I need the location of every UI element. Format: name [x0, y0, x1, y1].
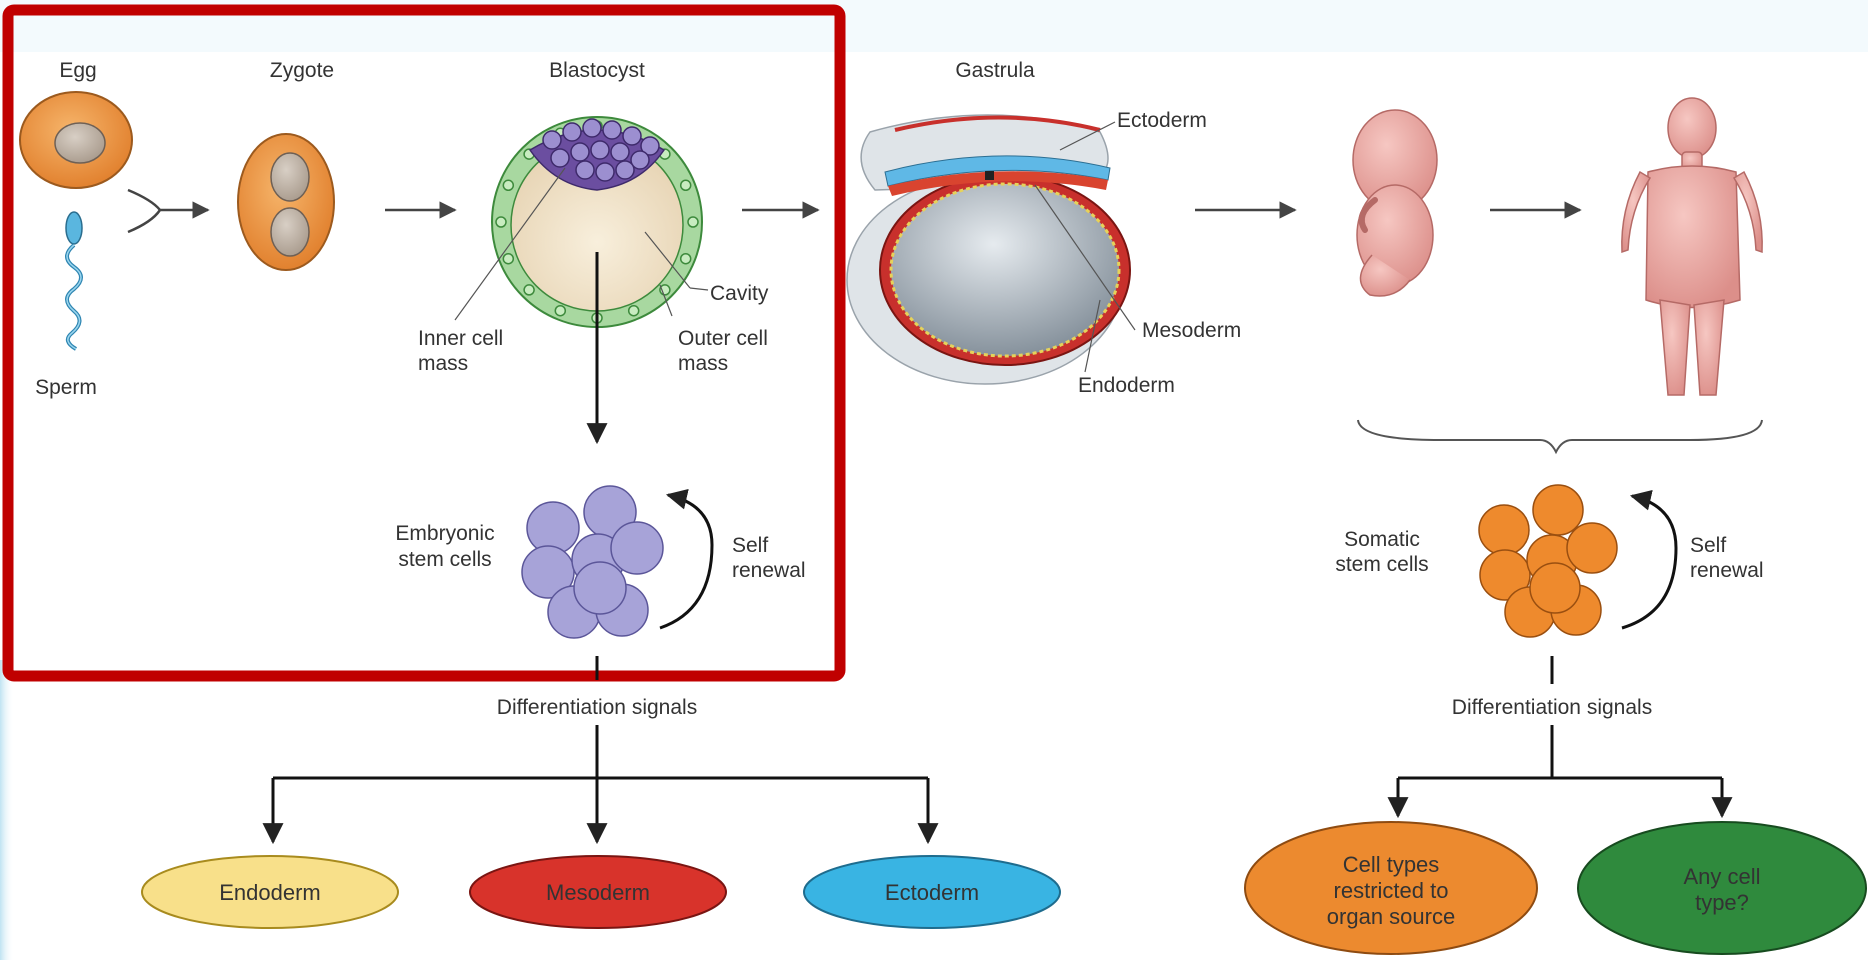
outer-cell-nucleus — [681, 254, 691, 264]
svg-text:organ source: organ source — [1327, 904, 1455, 929]
inner-cell — [576, 161, 594, 179]
mesoderm-label: Mesoderm — [1142, 319, 1241, 342]
inner-cell — [603, 121, 621, 139]
esc-renewal-label: renewal — [732, 559, 806, 582]
svg-text:Endoderm: Endoderm — [219, 880, 321, 905]
outer-cell-nucleus — [524, 285, 534, 295]
outer-cell-nucleus — [681, 180, 691, 190]
outer-cell-mass-label-1: Outer cell — [678, 327, 768, 350]
inner-cell — [623, 127, 641, 145]
inner-cell — [563, 123, 581, 141]
embryonic-stem-cell — [574, 562, 626, 614]
somatic-self-renewal-arrow — [1622, 496, 1676, 628]
outer-cell-nucleus — [629, 306, 639, 316]
embryonic-stem-cell — [611, 522, 663, 574]
fetus-image — [1353, 110, 1437, 296]
somatic-differentiation-label: Differentiation signals — [1452, 696, 1652, 719]
inner-cell — [591, 141, 609, 159]
inner-cell — [543, 131, 561, 149]
inner-cell — [571, 143, 589, 161]
gastrula — [847, 115, 1130, 384]
svg-text:Mesoderm: Mesoderm — [546, 880, 650, 905]
restricted-cell-types-outcome: Cell types restricted to organ source — [1245, 822, 1537, 954]
adult-human-image — [1622, 98, 1762, 395]
somatic-label-1: Somatic — [1344, 528, 1420, 551]
esc-self-label: Self — [732, 534, 768, 557]
esc-differentiation-label: Differentiation signals — [497, 696, 697, 719]
svg-text:Cell types: Cell types — [1343, 852, 1440, 877]
esc-branch-arrows — [273, 725, 928, 842]
esc-self-renewal-arrow — [660, 495, 712, 628]
somatic-stem-cell-cluster — [1479, 485, 1617, 637]
organism-brace — [1358, 420, 1762, 452]
inner-cell — [616, 161, 634, 179]
outer-cell-nucleus — [555, 306, 565, 316]
embryonic-label-2: stem cells — [398, 548, 491, 571]
outer-cell-nucleus — [503, 254, 513, 264]
ectoderm-outcome: Ectoderm — [804, 856, 1060, 928]
fertilization-arrow — [128, 190, 208, 232]
svg-text:restricted to: restricted to — [1334, 878, 1449, 903]
outer-cell-nucleus — [688, 217, 698, 227]
ectoderm-label: Ectoderm — [1117, 109, 1207, 132]
outer-cell-nucleus — [503, 180, 513, 190]
cavity-label: Cavity — [710, 282, 769, 305]
outer-cell-mass-label-2: mass — [678, 352, 728, 375]
egg-label: Egg — [59, 59, 96, 82]
blastocyst-label: Blastocyst — [549, 59, 645, 82]
sperm-label: Sperm — [35, 376, 97, 399]
somatic-branch-arrows — [1398, 725, 1722, 816]
egg-cell — [20, 92, 132, 188]
zygote-cell — [238, 134, 334, 270]
sperm-cell — [66, 212, 82, 349]
inner-cell — [551, 149, 569, 167]
somatic-renewal-label: renewal — [1690, 559, 1764, 582]
somatic-stem-cell — [1567, 523, 1617, 573]
inner-cell — [583, 119, 601, 137]
endoderm-outcome: Endoderm — [142, 856, 398, 928]
outer-cell-nucleus — [496, 217, 506, 227]
inner-cell-mass-label-2: mass — [418, 352, 468, 375]
somatic-stem-cell — [1530, 563, 1580, 613]
inner-cell — [611, 143, 629, 161]
embryonic-stem-cell-cluster — [522, 486, 663, 638]
endoderm-label: Endoderm — [1078, 374, 1175, 397]
gastrula-label: Gastrula — [955, 59, 1035, 82]
zygote-label: Zygote — [270, 59, 334, 82]
somatic-stem-cell — [1479, 505, 1529, 555]
inner-cell-mass-label-1: Inner cell — [418, 327, 503, 350]
svg-text:Ectoderm: Ectoderm — [885, 880, 979, 905]
svg-text:type?: type? — [1695, 890, 1749, 915]
inner-cell — [596, 163, 614, 181]
any-cell-type-outcome: Any cell type? — [1578, 822, 1866, 954]
somatic-label-2: stem cells — [1335, 553, 1428, 576]
svg-text:Any cell: Any cell — [1683, 864, 1760, 889]
embryonic-label-1: Embryonic — [395, 522, 494, 545]
left-accent-strip — [0, 660, 14, 960]
somatic-stem-cell — [1533, 485, 1583, 535]
mesoderm-outcome: Mesoderm — [470, 856, 726, 928]
somatic-self-label: Self — [1690, 534, 1726, 557]
